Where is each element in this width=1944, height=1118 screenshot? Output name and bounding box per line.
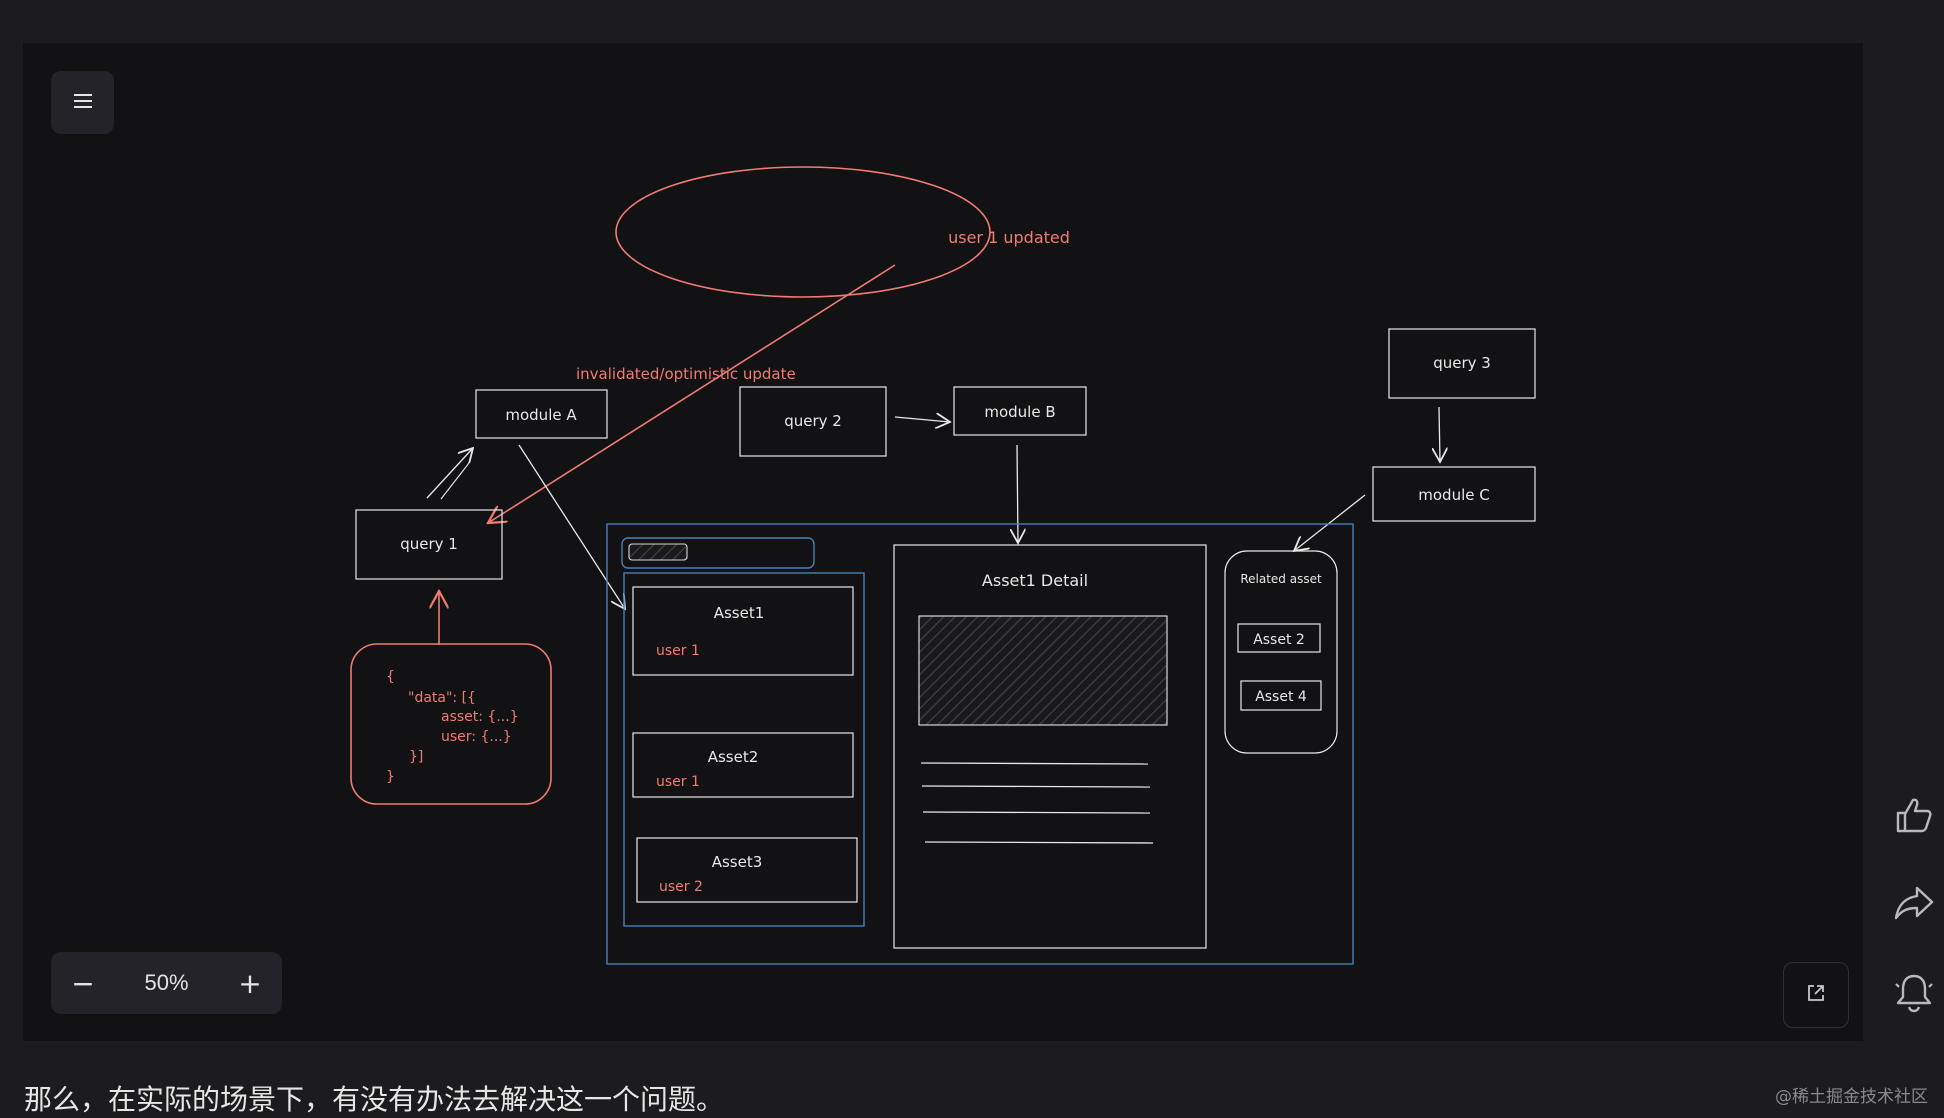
ellipse-label: user 1 updated [948, 228, 1070, 247]
asset-user: user 1 [656, 643, 700, 659]
whiteboard-canvas[interactable]: user 1 updated invalidated/optimistic up… [23, 43, 1863, 1041]
plus-icon: + [238, 966, 262, 1000]
related-title: Related asset [1240, 572, 1322, 586]
asset-detail-panel: Asset1 Detail [893, 544, 1207, 949]
module-c-label: module C [1418, 486, 1489, 504]
query-1-node: query 1 [355, 509, 503, 580]
asset-user: user 1 [656, 774, 700, 790]
query1-to-modulea-arrow-2 [440, 462, 470, 500]
query-2-label: query 2 [784, 412, 842, 430]
detail-text-line [920, 762, 1149, 765]
thumbs-up-icon[interactable] [1892, 793, 1940, 841]
minus-icon: − [71, 966, 95, 1000]
query-1-label: query 1 [400, 535, 458, 553]
query-3-node: query 3 [1388, 328, 1536, 399]
menu-button[interactable] [51, 71, 114, 134]
module-c-node: module C [1372, 466, 1536, 522]
asset-title: Asset1 [714, 604, 765, 622]
zoom-level[interactable]: 50% [144, 970, 189, 995]
related-asset-panel: Related asset Asset 2 Asset 4 [1224, 550, 1338, 754]
detail-text-line [924, 841, 1154, 844]
json-line: } [386, 769, 395, 785]
app-mockup-frame [606, 523, 1354, 965]
watermark: @稀土掘金技术社区 [1775, 1087, 1928, 1107]
bell-icon[interactable] [1892, 970, 1940, 1018]
query2-to-moduleb-arrow [894, 417, 950, 422]
json-response-box: { "data": [{ asset: {...} user: {...} }]… [350, 643, 552, 805]
module-b-node: module B [953, 386, 1087, 436]
detail-title: Asset1 Detail [982, 571, 1088, 590]
open-external-button[interactable] [1783, 962, 1849, 1028]
external-link-icon [1805, 982, 1827, 1008]
json-line: "data": [{ [408, 690, 476, 706]
article-caption: 那么，在实际的场景下，有没有办法去解决这一个问题。 [24, 1083, 725, 1116]
asset-title: Asset2 [708, 748, 759, 766]
json-line: asset: {...} [441, 709, 519, 725]
menu-icon [72, 92, 94, 114]
diagram: user 1 updated invalidated/optimistic up… [350, 166, 1536, 965]
query3-to-modulec-arrow [1439, 406, 1440, 462]
asset-list-item: Asset1 user 1 [632, 586, 854, 676]
related-item: Asset 2 [1253, 632, 1305, 648]
query-3-label: query 3 [1433, 354, 1491, 372]
share-icon[interactable] [1892, 880, 1940, 928]
arrow-label: invalidated/optimistic update [576, 365, 796, 383]
module-a-label: module A [505, 406, 577, 424]
asset-title: Asset3 [712, 853, 763, 871]
query-2-node: query 2 [739, 386, 887, 457]
update-arrow [488, 264, 896, 523]
detail-text-line [922, 811, 1151, 814]
json-line: }] [409, 749, 423, 765]
detail-text-line [921, 785, 1151, 788]
moduleb-to-detail-arrow [1017, 444, 1018, 543]
zoom-out-button[interactable]: − [51, 952, 115, 1014]
related-item: Asset 4 [1255, 689, 1307, 705]
zoom-in-button[interactable]: + [218, 952, 282, 1014]
modulec-to-related-arrow [1294, 494, 1366, 551]
asset-list-item: Asset2 user 1 [632, 732, 854, 798]
asset-list-item: Asset3 user 2 [636, 837, 858, 903]
module-a-node: module A [475, 389, 608, 439]
module-b-label: module B [984, 403, 1055, 421]
query1-to-modulea-arrow [426, 448, 473, 499]
json-line: user: {...} [441, 729, 512, 745]
zoom-control: − 50% + [51, 952, 282, 1014]
detail-image-placeholder [918, 615, 1168, 726]
user-updated-ellipse: user 1 updated [615, 166, 1070, 298]
asset-user: user 2 [659, 879, 703, 895]
json-line: { [386, 669, 395, 685]
